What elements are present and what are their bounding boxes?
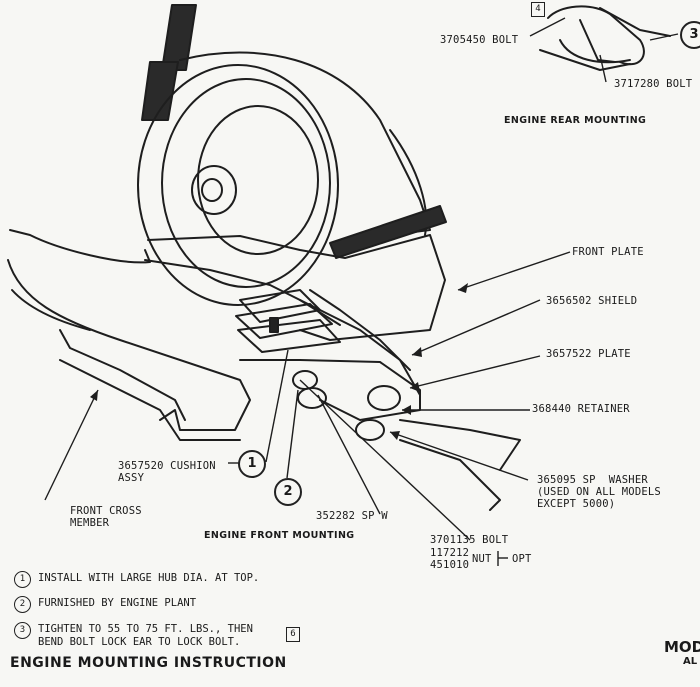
cross-member-label: FRONT CROSS MEMBER <box>70 505 142 529</box>
rear-bolt-b-label: 3717280 BOLT <box>614 78 693 90</box>
note-3-text: TIGHTEN TO 55 TO 75 FT. LBS., THEN BEND … <box>38 623 253 648</box>
rear-caption: ENGINE REAR MOUNTING <box>504 115 647 126</box>
front-caption: ENGINE FRONT MOUNTING <box>204 530 355 541</box>
engine-block <box>179 51 431 241</box>
retainer-label: 368440 RETAINER <box>532 403 630 415</box>
rear-figure-box: 4 <box>531 2 545 17</box>
corner-text-2: AL <box>683 656 698 667</box>
front-plate-label: FRONT PLATE <box>572 246 644 258</box>
note-3-box: 6 <box>286 627 300 642</box>
leader-lines <box>44 17 679 566</box>
flywheel <box>137 64 339 306</box>
note-2-number: 2 <box>14 596 31 613</box>
cushion-label: 3657520 CUSHION ASSY <box>118 460 216 484</box>
cushion-note-circle: 1 <box>238 450 266 478</box>
note-3-number: 3 <box>14 622 31 639</box>
opt-label: OPT <box>512 553 532 565</box>
page-title: ENGINE MOUNTING INSTRUCTION <box>10 655 287 671</box>
front-cross-member <box>7 229 301 441</box>
note-1-number: 1 <box>14 571 31 588</box>
corner-text-1: MOD <box>664 638 700 656</box>
note-2-text: FURNISHED BY ENGINE PLANT <box>38 597 197 609</box>
note-1-text: INSTALL WITH LARGE HUB DIA. AT TOP. <box>38 572 260 584</box>
shield-label: 3656502 SHIELD <box>546 295 638 307</box>
mount-bracket <box>147 234 446 341</box>
engine-strap <box>161 4 197 71</box>
sp-note-circle: 2 <box>274 478 302 506</box>
plate-label: 3657522 PLATE <box>546 348 631 360</box>
sp-w-label: 352282 SP W <box>316 510 388 522</box>
nut-numbers: 117212 451010 <box>430 547 470 571</box>
cushion-stack <box>235 289 401 441</box>
bolt-label: 3701135 BOLT <box>430 534 509 546</box>
rear-bolt-a-label: 3705450 BOLT <box>440 34 519 46</box>
mount-plate <box>299 359 421 421</box>
dark-bar <box>329 205 447 259</box>
rear-mount-drawing <box>539 5 671 71</box>
nut-label: NUT <box>472 553 492 565</box>
rear-note-circle: 3 <box>680 21 700 49</box>
washer-label: 365095 SP WASHER (USED ON ALL MODELS EXC… <box>537 474 661 510</box>
arrowheads <box>90 283 468 440</box>
